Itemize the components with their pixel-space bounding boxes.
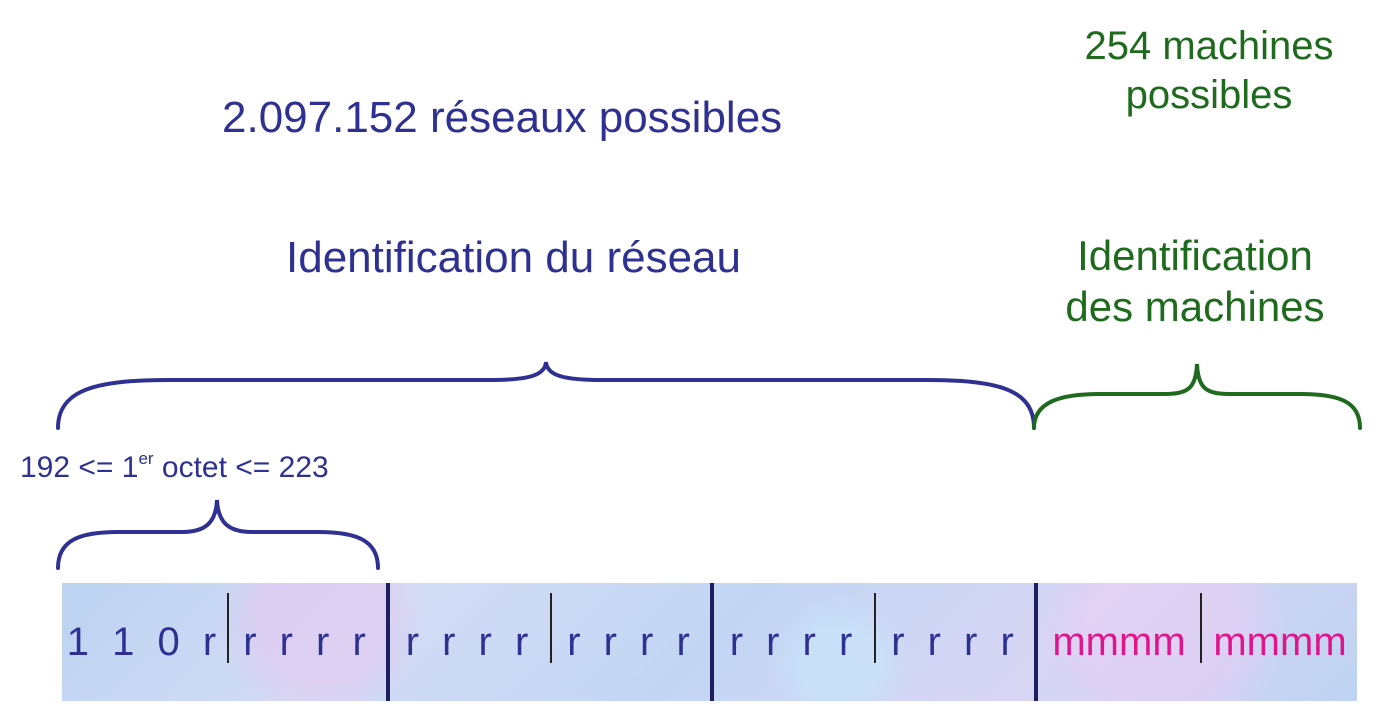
nibble-separator	[1200, 593, 1202, 663]
nibble-separator	[550, 593, 552, 663]
octet-separator	[1034, 583, 1038, 701]
octet-1-high-nibble: 1 1 0 r	[66, 619, 223, 664]
octet-1-low-nibble: r r r r	[243, 619, 372, 664]
networks-count-label: 2.097.152 réseaux possibles	[222, 93, 783, 142]
hosts-count-line1: 254 machines	[1084, 24, 1334, 68]
octet-2-low-nibble: r r r r	[567, 619, 696, 664]
octet-4-low-nibble: mmmm	[1213, 619, 1347, 664]
octet-3-low-nibble: r r r r	[891, 619, 1020, 664]
host-id-label: Identification des machines	[1030, 230, 1360, 332]
octet-4-high-nibble: mmmm	[1052, 619, 1186, 664]
octet-range-superscript: er	[138, 449, 154, 468]
octet-separator	[386, 583, 390, 701]
octet-2-high-nibble: r r r r	[405, 619, 535, 664]
octet-separator	[710, 583, 714, 701]
hosts-count-line2: possibles	[1125, 72, 1293, 117]
first-octet-range-label: 192 <= 1er octet <= 223	[20, 450, 329, 483]
host-id-line1: Identification	[1077, 232, 1313, 279]
network-id-label: Identification du réseau	[286, 233, 741, 282]
octet-range-prefix: 192 <= 1	[20, 451, 139, 484]
hosts-count-label: 254 machines possibles	[1044, 22, 1374, 120]
first-octet-brace	[56, 499, 380, 570]
ip-address-bit-bar: 1 1 0 r r r r r r r r r r r r r r r r r …	[62, 583, 1357, 701]
host-brace	[1032, 363, 1362, 430]
octet-3-high-nibble: r r r r	[729, 619, 859, 664]
nibble-separator	[227, 593, 229, 663]
octet-range-suffix: octet <= 223	[153, 451, 329, 484]
network-brace	[56, 361, 1036, 430]
host-id-line2: des machines	[1065, 283, 1325, 331]
nibble-separator	[874, 593, 876, 663]
